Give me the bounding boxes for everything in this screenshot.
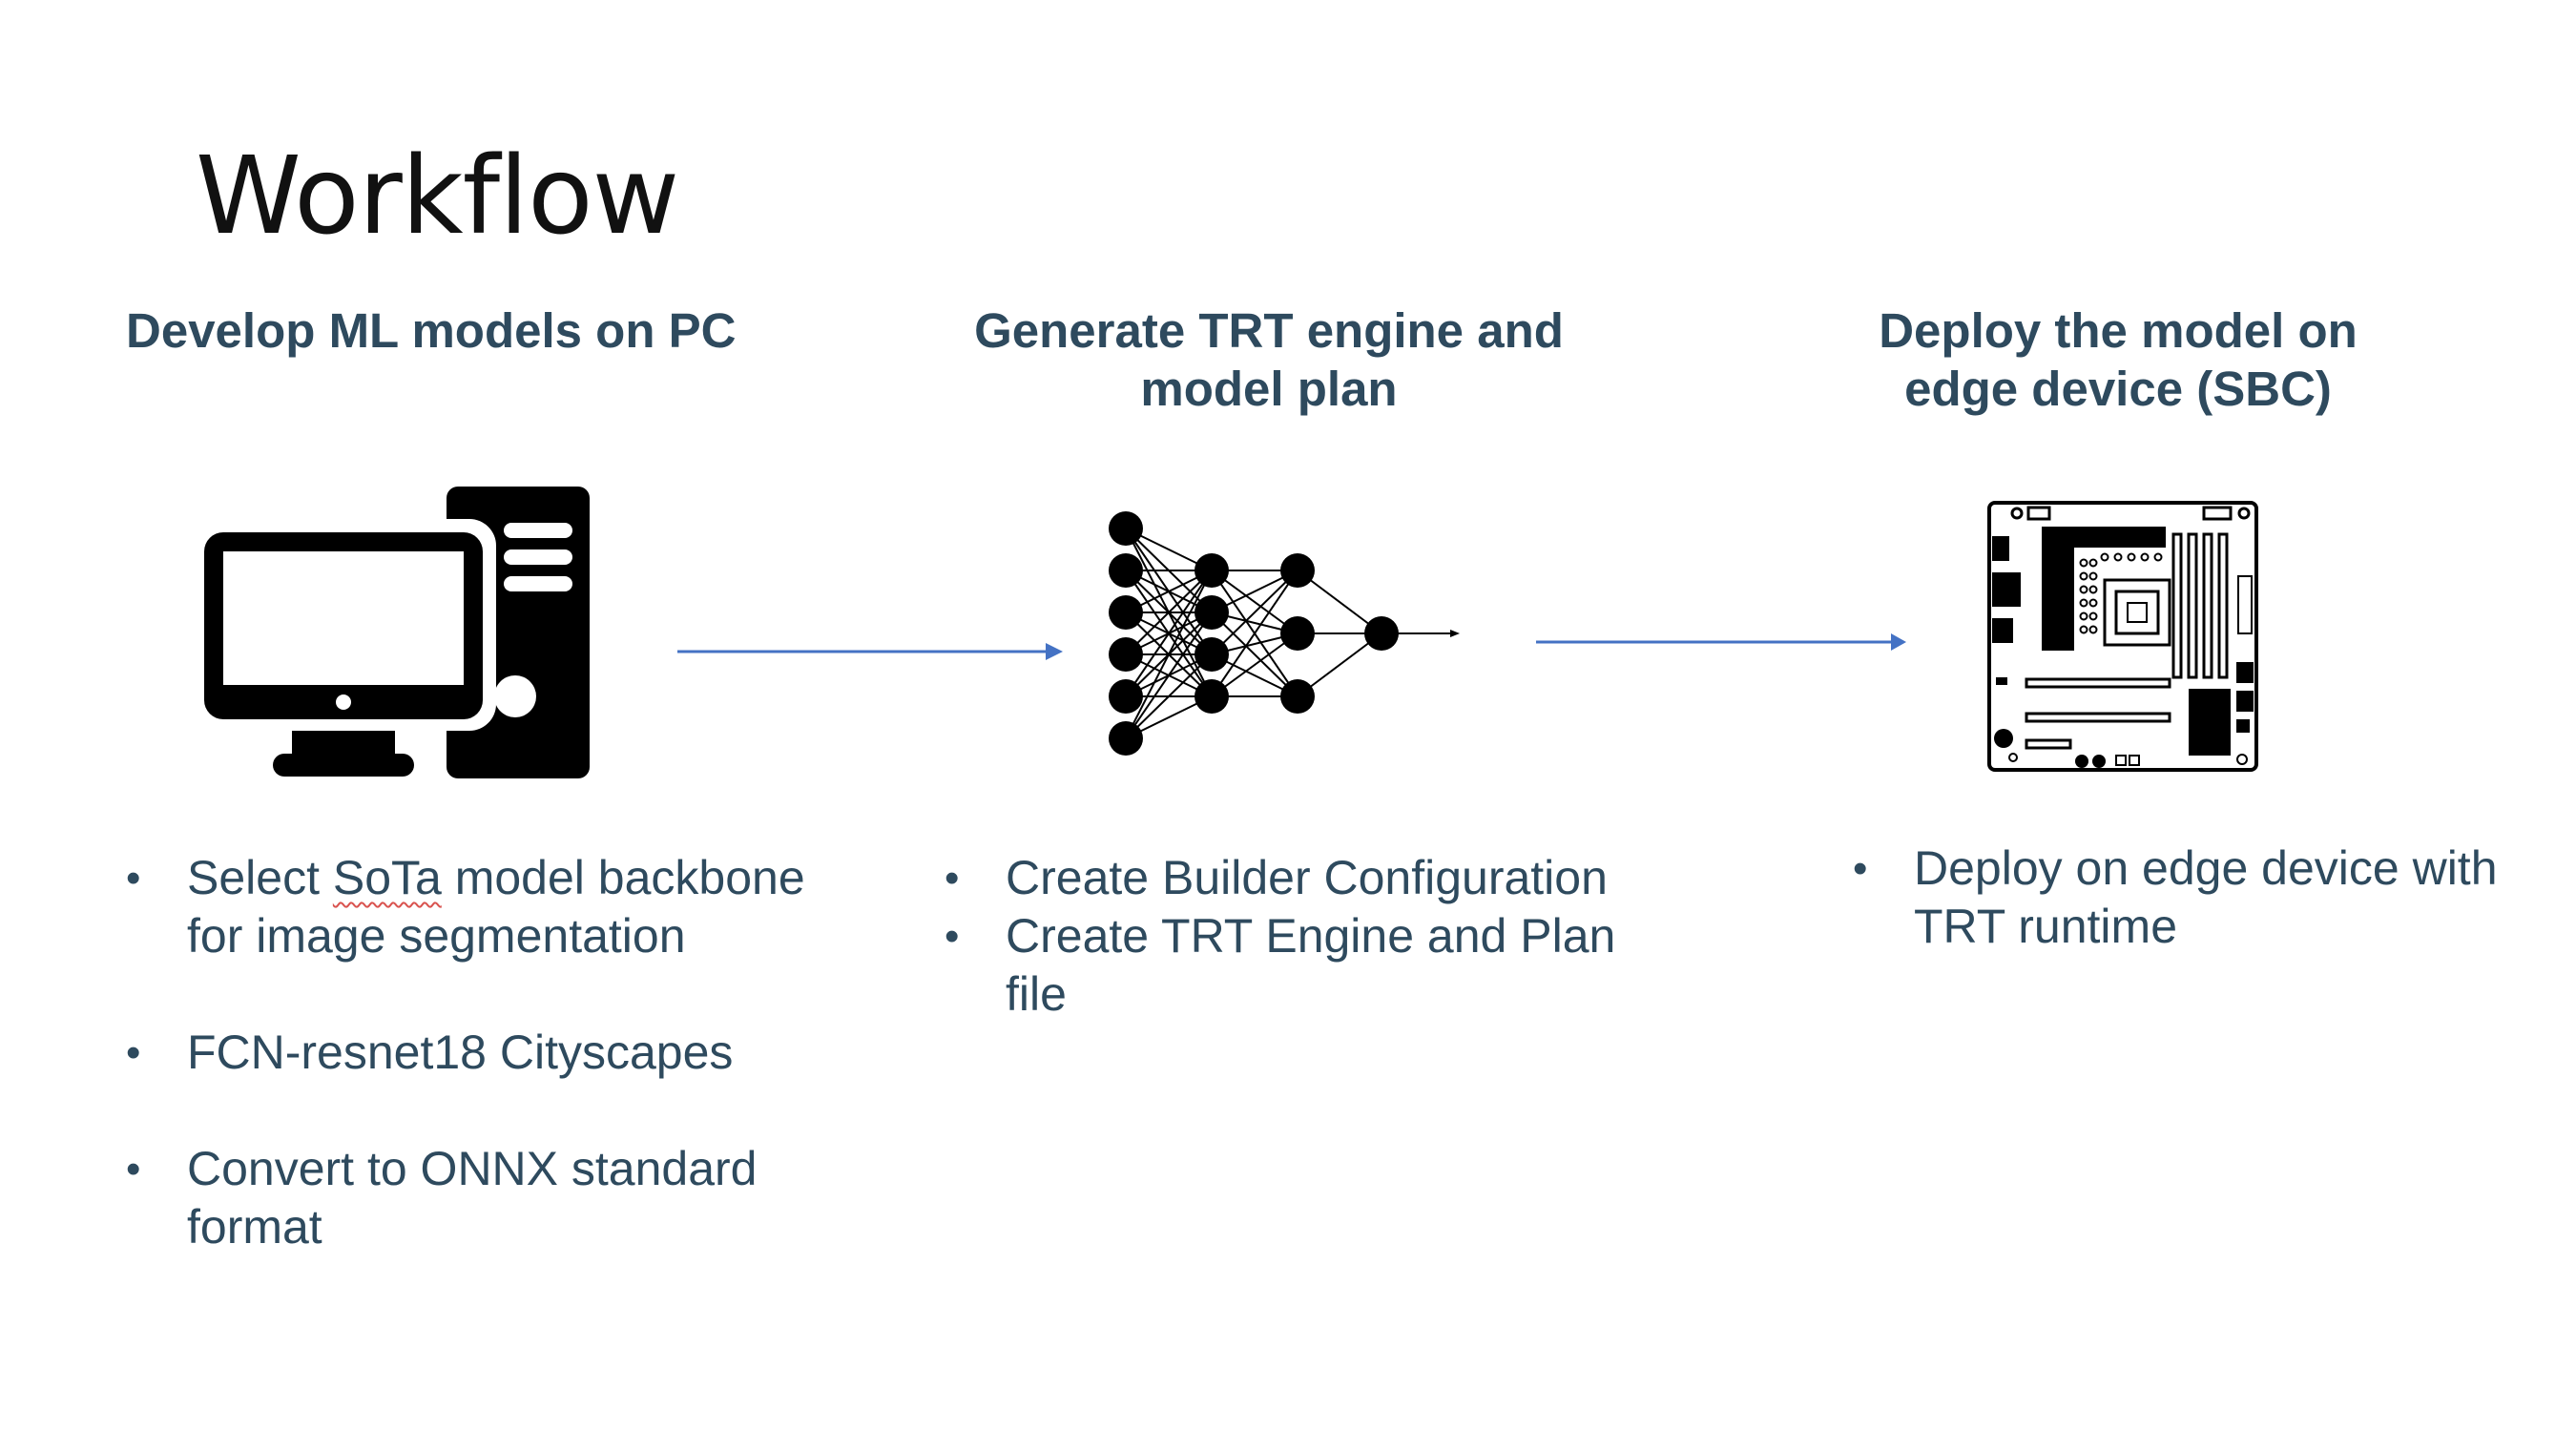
neural-network-icon: [1109, 511, 1460, 756]
step-3-heading: Deploy the model on edge device (SBC): [1813, 301, 2423, 418]
network-node: [1109, 721, 1143, 756]
network-edge: [1211, 611, 1298, 697]
network-node: [1364, 616, 1399, 651]
network-node: [1109, 679, 1143, 714]
step-3-heading-line: Deploy the model on: [1879, 303, 2358, 358]
network-node: [1109, 595, 1143, 630]
step-2-bullets: Create Builder Configuration Create TRT …: [945, 849, 1615, 1024]
network-edge: [1125, 653, 1213, 739]
list-item: FCN-resnet18 Cityscapes: [126, 1024, 805, 1082]
network-edge: [1125, 570, 1213, 739]
bullet-text-line: Create TRT Engine and Plan: [1006, 909, 1616, 963]
network-output-arrowhead: [1450, 630, 1460, 637]
network-edge: [1297, 570, 1382, 634]
list-item: Deploy on edge device with TRT runtime: [1853, 840, 2498, 956]
network-edge: [1297, 632, 1382, 697]
network-node: [1280, 679, 1315, 714]
bullet-text-line: Deploy on edge device with: [1914, 841, 2498, 895]
bullet-text-line: TRT runtime: [1914, 900, 2178, 953]
network-node: [1109, 553, 1143, 588]
bullet-text-line: Convert to ONNX standard: [187, 1142, 758, 1195]
motherboard-icon: [1987, 501, 2258, 772]
arrow-icon: [1536, 633, 1906, 651]
step-1-heading: Develop ML models on PC: [126, 301, 737, 360]
network-node: [1280, 616, 1315, 651]
network-node: [1195, 553, 1229, 588]
network-edge: [1211, 570, 1298, 634]
step-2-heading: Generate TRT engine and model plan: [964, 301, 1574, 418]
bullet-text-line: format: [187, 1200, 322, 1254]
network-node: [1195, 679, 1229, 714]
bullet-text-line: Create Builder Configuration: [1006, 851, 1608, 904]
step-3-bullets: Deploy on edge device with TRT runtime: [1853, 840, 2498, 956]
page-title: Workflow: [196, 135, 679, 259]
step-1-heading-line: Develop ML models on PC: [126, 303, 737, 358]
network-edge: [1125, 570, 1213, 697]
network-edge: [1125, 570, 1213, 655]
desktop-computer-icon: [200, 487, 590, 778]
list-item: Select SoTa model backbone for image seg…: [126, 849, 805, 965]
step-1-bullets: Select SoTa model backbone for image seg…: [126, 849, 805, 1256]
spellcheck-underline: SoTa: [332, 851, 442, 904]
network-node: [1195, 595, 1229, 630]
step-3-heading-line: edge device (SBC): [1904, 362, 2332, 416]
step-2-heading-line: Generate TRT engine and: [974, 303, 1564, 358]
bullet-text-line: for image segmentation: [187, 909, 686, 963]
list-item: Create Builder Configuration: [945, 849, 1615, 907]
list-item: Create TRT Engine and Plan file: [945, 907, 1615, 1024]
bullet-text-line: file: [1006, 967, 1067, 1021]
network-edge: [1211, 632, 1298, 697]
list-item: Convert to ONNX standard format: [126, 1140, 805, 1256]
bullet-text-select: Select SoTa model backbone: [187, 851, 805, 904]
network-node: [1109, 511, 1143, 546]
network-node: [1109, 637, 1143, 672]
bullet-text-line: FCN-resnet18 Cityscapes: [187, 1026, 734, 1079]
network-edge: [1125, 611, 1213, 739]
network-edge: [1211, 570, 1298, 655]
arrow-icon: [677, 643, 1063, 660]
network-edge: [1211, 570, 1298, 697]
network-node: [1195, 637, 1229, 672]
network-node: [1280, 553, 1315, 588]
step-2-heading-line: model plan: [1140, 362, 1398, 416]
